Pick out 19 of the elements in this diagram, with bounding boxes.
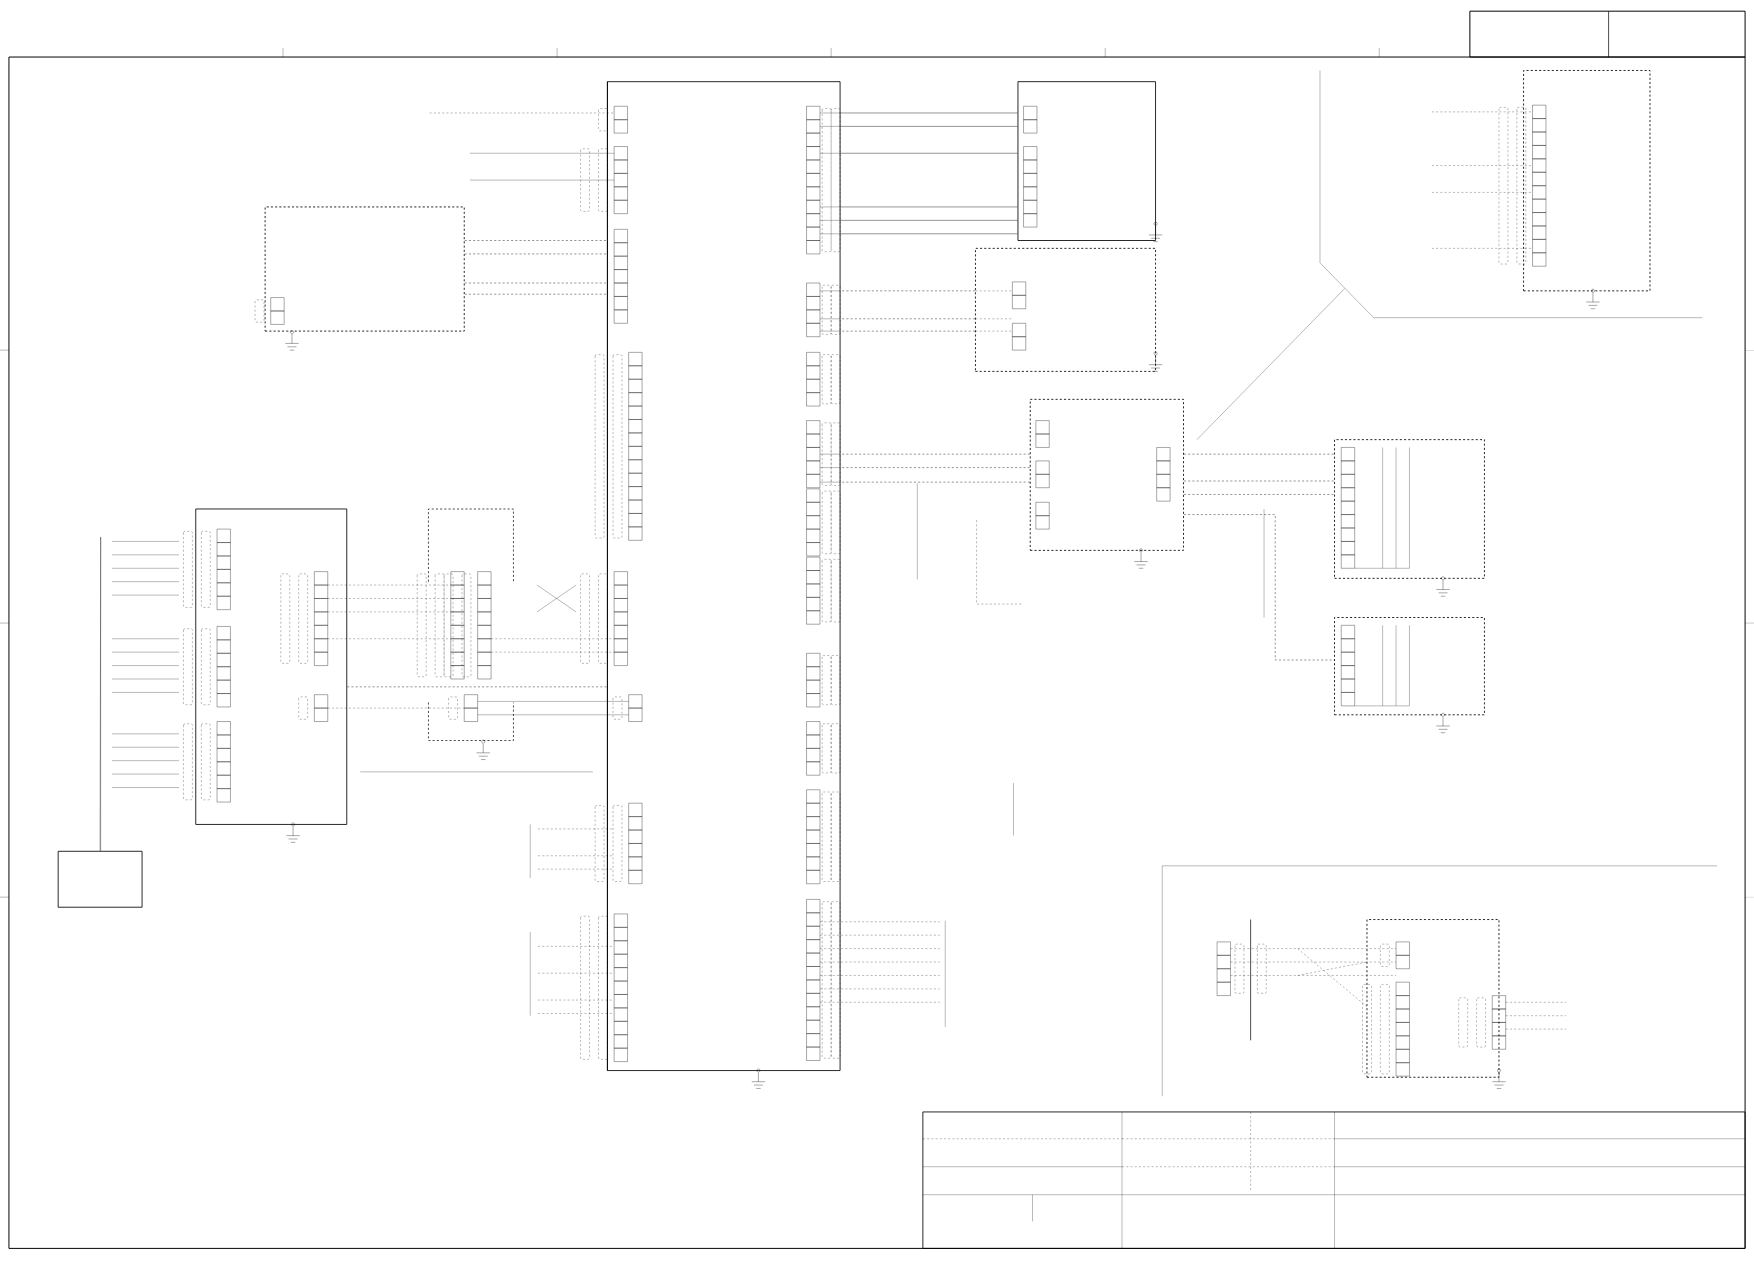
wire [99,536,101,852]
unit-enclosure [264,206,465,332]
wire [1183,514,1335,661]
unit-enclosure [1017,81,1156,242]
board-frame [607,81,841,1072]
wire [840,290,976,332]
unit-enclosure [1029,399,1184,551]
unit-enclosure [1334,439,1485,579]
unit-enclosure [1523,70,1651,292]
unit-enclosure [1334,617,1485,716]
wire [840,112,1018,235]
unit-enclosure [975,248,1156,372]
wire [1183,454,1335,495]
wire [840,454,1031,483]
wire [464,240,608,295]
wire [347,686,608,688]
board-frame [195,508,348,825]
unit-box [57,851,143,908]
unit-enclosure [1366,919,1500,1078]
